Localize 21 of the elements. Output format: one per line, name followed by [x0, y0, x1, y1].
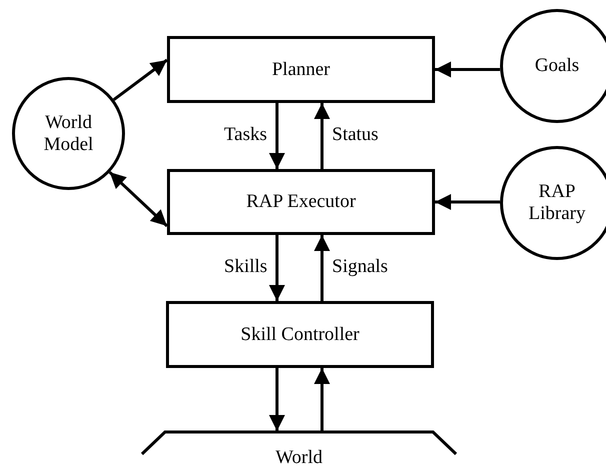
node-label: Skill Controller — [240, 324, 360, 346]
node-label: RAP Executor — [246, 191, 356, 213]
arrow — [269, 235, 285, 301]
arrow — [314, 103, 330, 169]
node-label: Planner — [272, 58, 330, 80]
arrow — [269, 103, 285, 169]
arrow — [314, 235, 330, 301]
arrow — [112, 58, 168, 101]
node-label: RAP Library — [528, 181, 586, 225]
edge-label: Signals — [331, 256, 389, 278]
arrow — [314, 368, 330, 431]
node-label: Goals — [534, 55, 580, 77]
process-box — [167, 169, 435, 235]
arrow — [435, 194, 500, 210]
arrow — [435, 62, 500, 78]
node-label: World Model — [42, 112, 94, 156]
process-box — [167, 36, 435, 103]
node-label: World — [275, 447, 323, 469]
process-box — [166, 301, 434, 368]
arrow — [269, 368, 285, 431]
arrow — [108, 171, 168, 228]
